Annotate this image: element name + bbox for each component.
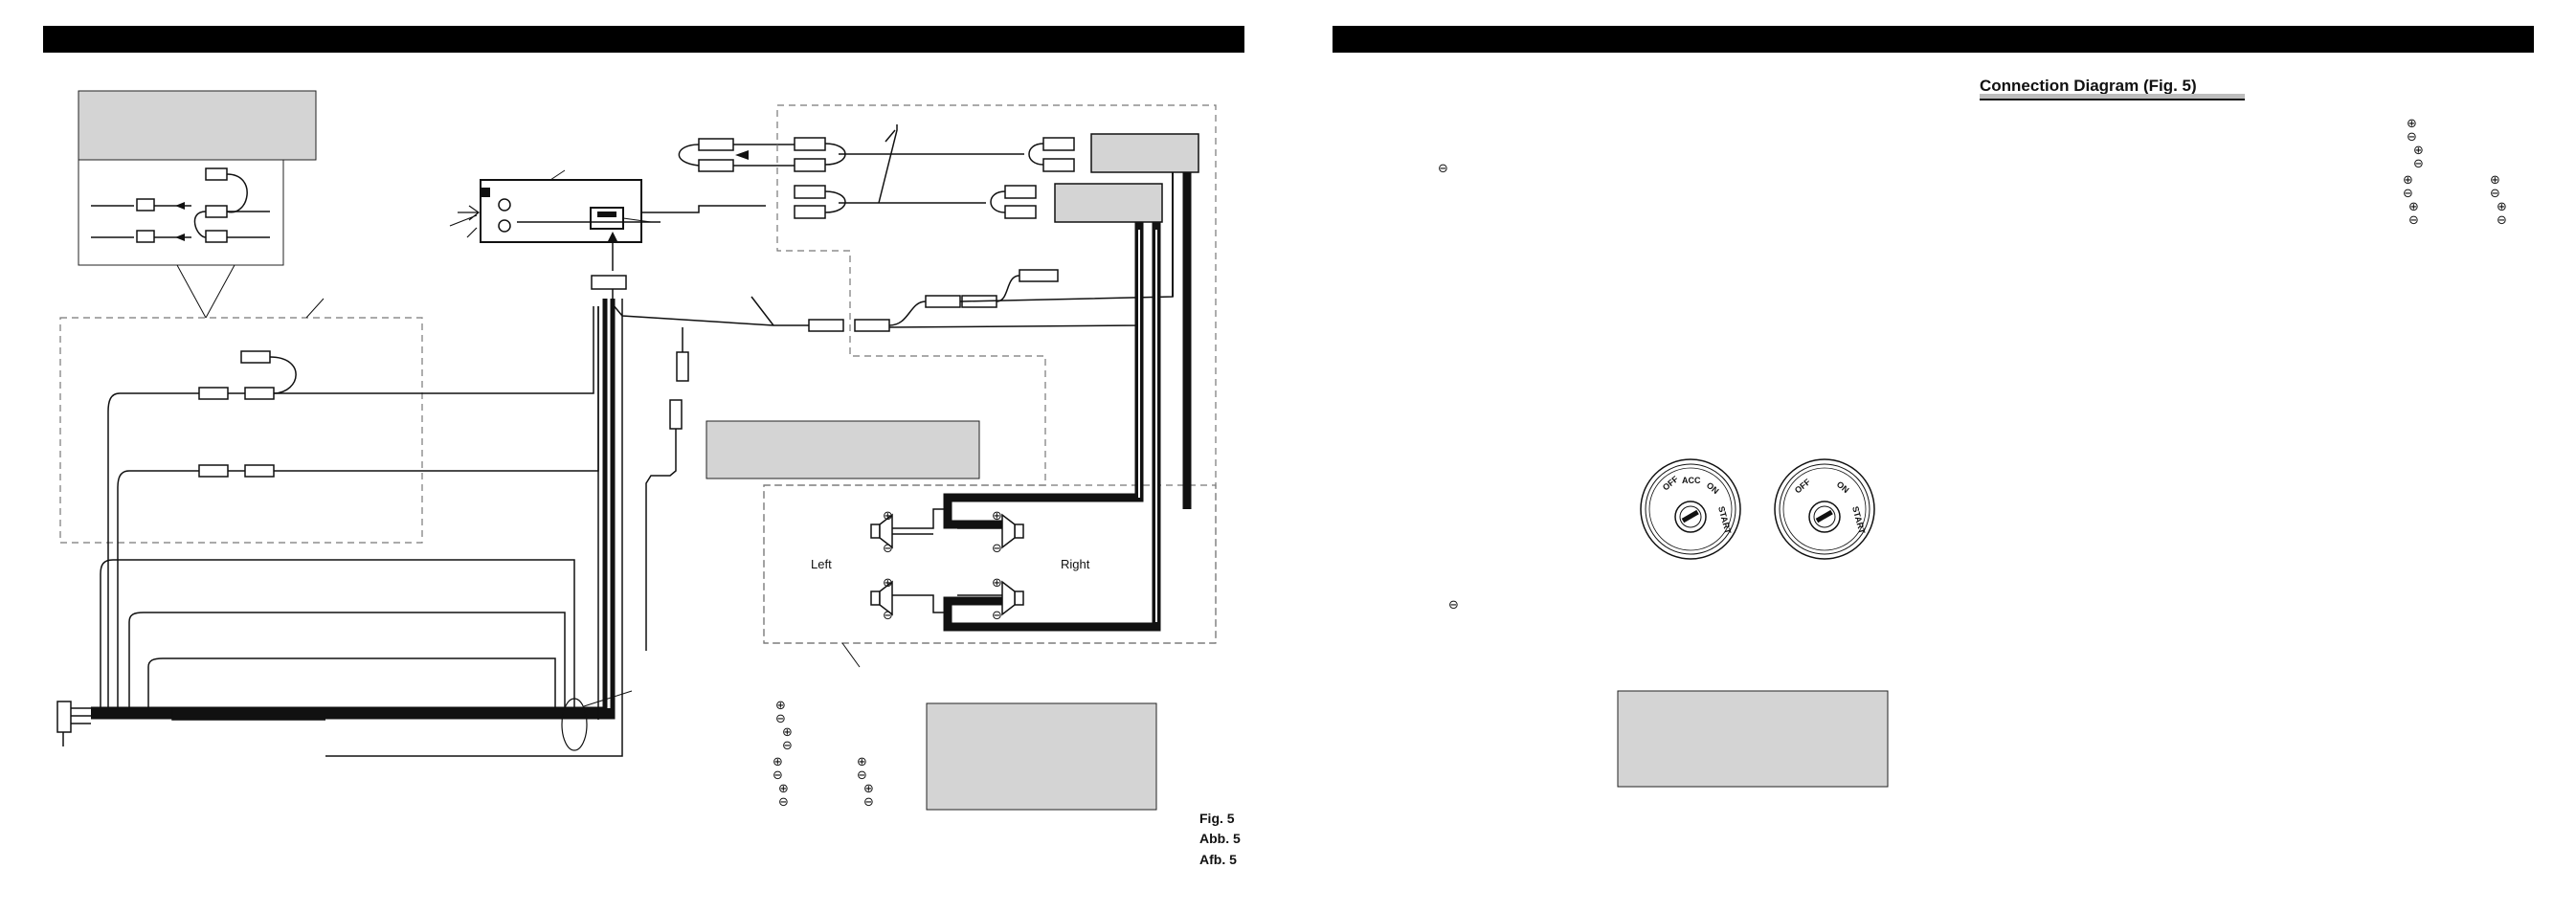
arrow-left-icon: [175, 202, 185, 210]
svg-text:⊖: ⊖: [775, 712, 786, 726]
svg-text:⊕: ⊕: [992, 509, 1002, 523]
svg-text:⊖: ⊖: [778, 795, 789, 810]
page-heading: Connection Diagram (Fig. 5): [1980, 77, 2197, 95]
head-unit-jack: [498, 198, 511, 212]
left-header-bar: [43, 26, 1244, 53]
arrow-up-icon: [607, 232, 618, 243]
svg-text:⊕: ⊕: [775, 699, 786, 713]
label-box-middle: [706, 420, 980, 479]
svg-text:⊖: ⊖: [883, 609, 893, 623]
svg-text:⊖: ⊖: [857, 768, 867, 783]
rca-inset-panel: [78, 159, 284, 266]
svg-text:⊕: ⊕: [2403, 173, 2413, 188]
amplifier-box-lower: [1054, 183, 1163, 223]
svg-text:⊕: ⊕: [778, 782, 789, 796]
label-box-top-left: [78, 90, 317, 161]
svg-text:⊖: ⊖: [2407, 130, 2417, 145]
small-plug-wires: [645, 327, 683, 651]
harness-connector: [591, 275, 627, 290]
leader-line: [583, 690, 633, 707]
harness-bundle: [91, 299, 616, 720]
svg-text:⊕: ⊕: [2490, 173, 2500, 188]
svg-text:⊖: ⊖: [2497, 213, 2507, 228]
ignition-switch-acc: OFF ACC ON START: [1640, 458, 1741, 560]
svg-text:⊕: ⊕: [2497, 200, 2507, 214]
head-unit-connector: [590, 207, 624, 230]
speaker-region: [763, 484, 1217, 644]
svg-text:ACC: ACC: [1682, 476, 1701, 485]
head-unit-antenna: [449, 205, 481, 238]
svg-text:⊕: ⊕: [992, 576, 1002, 590]
label-box-bottom-left: [926, 702, 1157, 811]
svg-text:⊕: ⊕: [773, 755, 783, 769]
rca-out-cables: [517, 138, 795, 223]
arrow-left-icon: [735, 150, 749, 160]
head-unit-jack: [498, 219, 511, 233]
polarity-legend-right: ⊕ ⊖ ⊕ ⊖ ⊕ ⊖ ⊕ ⊖ ⊕ ⊖ ⊕ ⊖: [2403, 117, 2507, 228]
inset-leader: [176, 264, 235, 319]
amplifier-box-upper: [1090, 133, 1199, 173]
figure-label-afb: Afb. 5: [1199, 852, 1237, 867]
speaker-polarity-signs: ⊕ ⊖ ⊕ ⊖ ⊕ ⊖ ⊕ ⊖: [883, 509, 1002, 623]
leader-line: [841, 642, 861, 668]
minus-sign-icon: ⊖: [1448, 598, 1459, 612]
svg-text:⊖: ⊖: [773, 768, 783, 783]
harness-end-wires: [62, 707, 91, 746]
svg-text:⊕: ⊕: [883, 509, 893, 523]
svg-text:⊕: ⊕: [2408, 200, 2419, 214]
small-plugs: [669, 351, 689, 430]
svg-text:⊖: ⊖: [2413, 157, 2424, 171]
arrow-left-icon: [175, 234, 185, 241]
svg-text:⊖: ⊖: [992, 542, 1002, 556]
svg-text:⊕: ⊕: [857, 755, 867, 769]
svg-text:⊖: ⊖: [883, 542, 893, 556]
svg-text:⊖: ⊖: [863, 795, 874, 810]
svg-text:⊕: ⊕: [863, 782, 874, 796]
harness-branch-wires: [100, 559, 575, 721]
heading-underline-bar: [1980, 94, 2245, 100]
heading-underline: [1980, 99, 2245, 100]
svg-text:⊖: ⊖: [992, 609, 1002, 623]
head-unit-terminal: [481, 188, 490, 197]
svg-text:⊖: ⊖: [2403, 187, 2413, 201]
speaker-wire-inner: [1138, 230, 1157, 622]
label-box-bottom-right: [1617, 690, 1889, 788]
speaker-label-left: Left: [811, 557, 832, 571]
leader-line: [305, 298, 325, 319]
amp-rca-cables: [824, 124, 1044, 213]
speaker-icon: [870, 513, 1024, 616]
amp-rca-connectors: [794, 137, 1075, 219]
harness-end-plug: [56, 701, 72, 733]
svg-text:⊕: ⊕: [2413, 144, 2424, 158]
figure-label-fig: Fig. 5: [1199, 811, 1235, 826]
right-header-bar: [1333, 26, 2534, 53]
svg-text:⊕: ⊕: [883, 576, 893, 590]
svg-text:⊕: ⊕: [782, 725, 793, 740]
svg-text:⊖: ⊖: [782, 739, 793, 753]
harness-lead: [325, 299, 623, 757]
minus-sign-icon: ⊖: [1438, 162, 1448, 176]
polarity-legend-left: ⊕ ⊖ ⊕ ⊖ ⊕ ⊖ ⊕ ⊖ ⊕ ⊖ ⊕ ⊖: [773, 699, 874, 810]
head-unit-connector-inner: [597, 212, 616, 217]
svg-text:⊖: ⊖: [2490, 187, 2500, 201]
rca-cables-left: [107, 306, 599, 708]
rca-inset-lines: [91, 167, 270, 243]
speaker-wire-thick: [943, 222, 1144, 529]
speaker-short-wires: [892, 508, 1002, 613]
svg-text:⊖: ⊖: [2408, 213, 2419, 228]
ignition-switch-no-acc: OFF ON START: [1774, 458, 1875, 560]
speaker-label-right: Right: [1061, 557, 1090, 571]
figure-label-abb: Abb. 5: [1199, 831, 1241, 846]
dashed-region-left: [59, 317, 423, 544]
rca-plugs-left-group: [198, 350, 275, 478]
svg-text:⊕: ⊕: [2407, 117, 2417, 131]
